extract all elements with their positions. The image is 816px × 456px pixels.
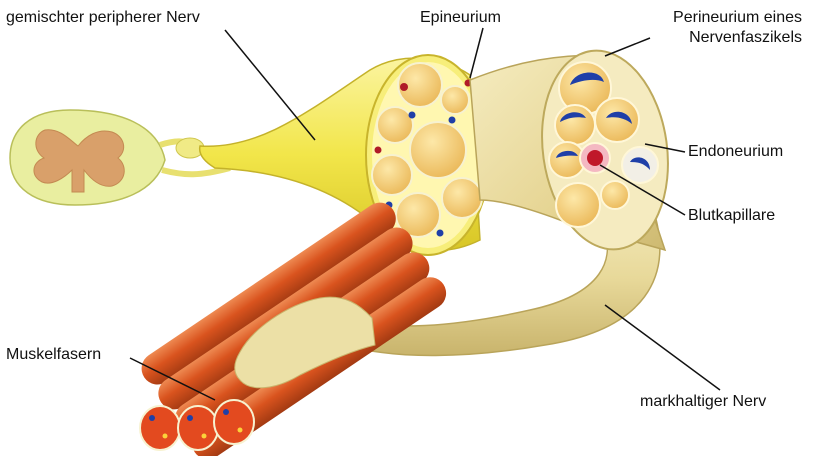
label-myelinated-nerve: markhaltiger Nerv — [640, 392, 766, 411]
leader-mixed-nerve — [225, 30, 315, 140]
label-mixed-nerve: gemischter peripherer Nerv — [6, 8, 200, 27]
label-endoneurium: Endoneurium — [688, 142, 783, 161]
leader-epineurium — [470, 28, 483, 78]
spinal-cord-section — [10, 110, 165, 205]
leader-perineurium — [605, 38, 650, 56]
muscle-fiber-ends — [140, 400, 254, 450]
label-muscle-fibers: Muskelfasern — [6, 345, 101, 364]
label-capillary: Blutkapillare — [688, 206, 775, 225]
leader-myelinated-nerve — [605, 305, 720, 390]
label-epineurium: Epineurium — [420, 8, 501, 27]
label-perineurium-line1: Perineurium eines — [673, 8, 802, 27]
label-perineurium-line2: Nervenfaszikels — [689, 28, 802, 47]
